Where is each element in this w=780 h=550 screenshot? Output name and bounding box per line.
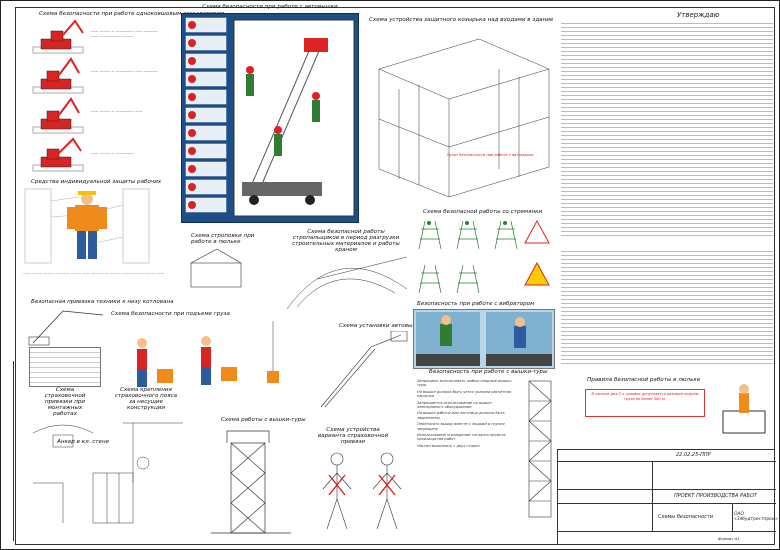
ppe-figure [24, 188, 150, 264]
cradle-worker-sketch [722, 384, 766, 434]
sheet-name: Схемы безопасности [658, 514, 714, 520]
cradle-rules-title: Правила безопасной работы в люльке [587, 377, 701, 383]
tower-rule-5: Переносить вышку вместе с людьми и грузо… [417, 422, 505, 431]
sheet-format: Формат А1 [718, 536, 740, 541]
lift-install-sketch [320, 331, 408, 408]
title-block: 22.02.25-ППР ПРОЕКТ ПРОИЗВОДСТВА РАБОТ С… [557, 449, 778, 545]
cradle-red-note: В люльке для 2-х человек допускается раз… [591, 392, 699, 401]
excavator-note-3: —— ——— — ————— —— [91, 109, 143, 113]
excavator-note-2: —— ——— — ————— —— ———— [91, 69, 158, 73]
harness-figures [322, 452, 402, 530]
tower-diagram [211, 430, 291, 534]
excavator-illustrations [32, 19, 84, 172]
loader-diagram [286, 256, 408, 310]
title-block-row-3: ПРОЕКТ ПРОИЗВОДСТВА РАБОТ [558, 490, 776, 504]
canopy-isometric [378, 38, 550, 198]
tower-rule-7: Настил выполнять с двух сторон [417, 443, 480, 448]
drawing-frame [15, 7, 775, 545]
doc-code: 22.02.25-ППР [676, 452, 711, 458]
cradle-title: Схема строповки при работе в люльке [191, 233, 255, 245]
tower-title: Схема работы с вышки-туры [221, 417, 306, 423]
tower-rules-list: Запрещено использовать любые опорные выш… [417, 379, 519, 450]
lifting-figures [137, 321, 279, 387]
tower-rule-4: На вышке работы или лестница должны быть… [417, 411, 505, 420]
tower-rule-3: Запрещается использование на вышке неисп… [417, 400, 492, 410]
aerial-poster: Схема безопасности при работе с автовышк… [181, 4, 359, 223]
lifting-title: Схема безопасности при подъеме груза [111, 311, 230, 317]
side-stamp [3, 361, 14, 541]
aerial-poster-art [185, 17, 355, 217]
harness-title: Схема устройства варианта страховочной п… [317, 427, 389, 445]
anchor-wall-title: Анкер в кл. стене [57, 439, 110, 445]
crane-title: Безопасная привязка техники к низу котло… [31, 299, 174, 305]
lift-install-title: Схема установки автовышки [339, 323, 425, 329]
excavator-title: Схема безопасности при работе одноковшов… [39, 11, 224, 17]
excavator-note-1: —— ——— — ————— —— ———— —— —————— ——— [91, 29, 158, 38]
ppe-title: Средства индивидуальной защиты рабочих [31, 179, 162, 185]
tower-rule-2: На вышке должна быть четко указана расчё… [417, 389, 511, 399]
tower-rule-6: Использование ограждений согласно проект… [417, 433, 506, 442]
excavator-note-4: —— ——— — ————— [91, 151, 134, 155]
cradle-sketch [190, 248, 242, 288]
vibrator-photos [413, 309, 555, 369]
canopy-title: Схема устройства защитного козырька над … [369, 17, 554, 23]
aerial-title: Схема безопасности при работе с автовышк… [202, 4, 338, 10]
text-column-2 [561, 251, 773, 367]
loader-title: Схема безопасной работы стропальщиков в … [292, 229, 400, 253]
canopy-red-note: Пункт безопасности при работе с автовышк… [446, 153, 534, 157]
title-block-row-2 [558, 462, 776, 490]
ladder-pictograms [418, 219, 550, 294]
ladder-title: Схема безопасной работы со стремянки [423, 209, 543, 215]
crane-sketch [28, 310, 104, 346]
mobile-tower-sketch [528, 380, 552, 518]
title-block-row-1: 22.02.25-ППР [558, 450, 776, 462]
anchor-sketches [32, 422, 183, 524]
title-block-row-4: Схемы безопасности ОАО «Зябудтрестпром» [558, 504, 778, 532]
cradle-rules-box: В люльке для 2-х человек допускается раз… [585, 389, 705, 417]
anchor-title: Схема крепления страховочного пояса за н… [114, 387, 178, 411]
tower-safety-title: Безопасность при работе с вышки-туры [429, 369, 548, 375]
text-column-1 [561, 23, 773, 239]
org-name: ОАО «Зябудтрестпром» [734, 512, 778, 522]
crane-table [29, 347, 101, 387]
tower-rule-1: Запрещено использовать любые опорные выш… [417, 379, 513, 388]
approval-stamp: Утверждаю [677, 11, 720, 19]
ppe-red-note: —— ——— ——— ———— ——— —— ————— ——— —————— … [23, 271, 164, 275]
sling-title: Схема страховочной привязки при монтажны… [44, 387, 86, 417]
project-name: ПРОЕКТ ПРОИЗВОДСТВА РАБОТ [674, 493, 757, 499]
vibrator-title: Безопасность при работе с вибратором [417, 301, 535, 307]
